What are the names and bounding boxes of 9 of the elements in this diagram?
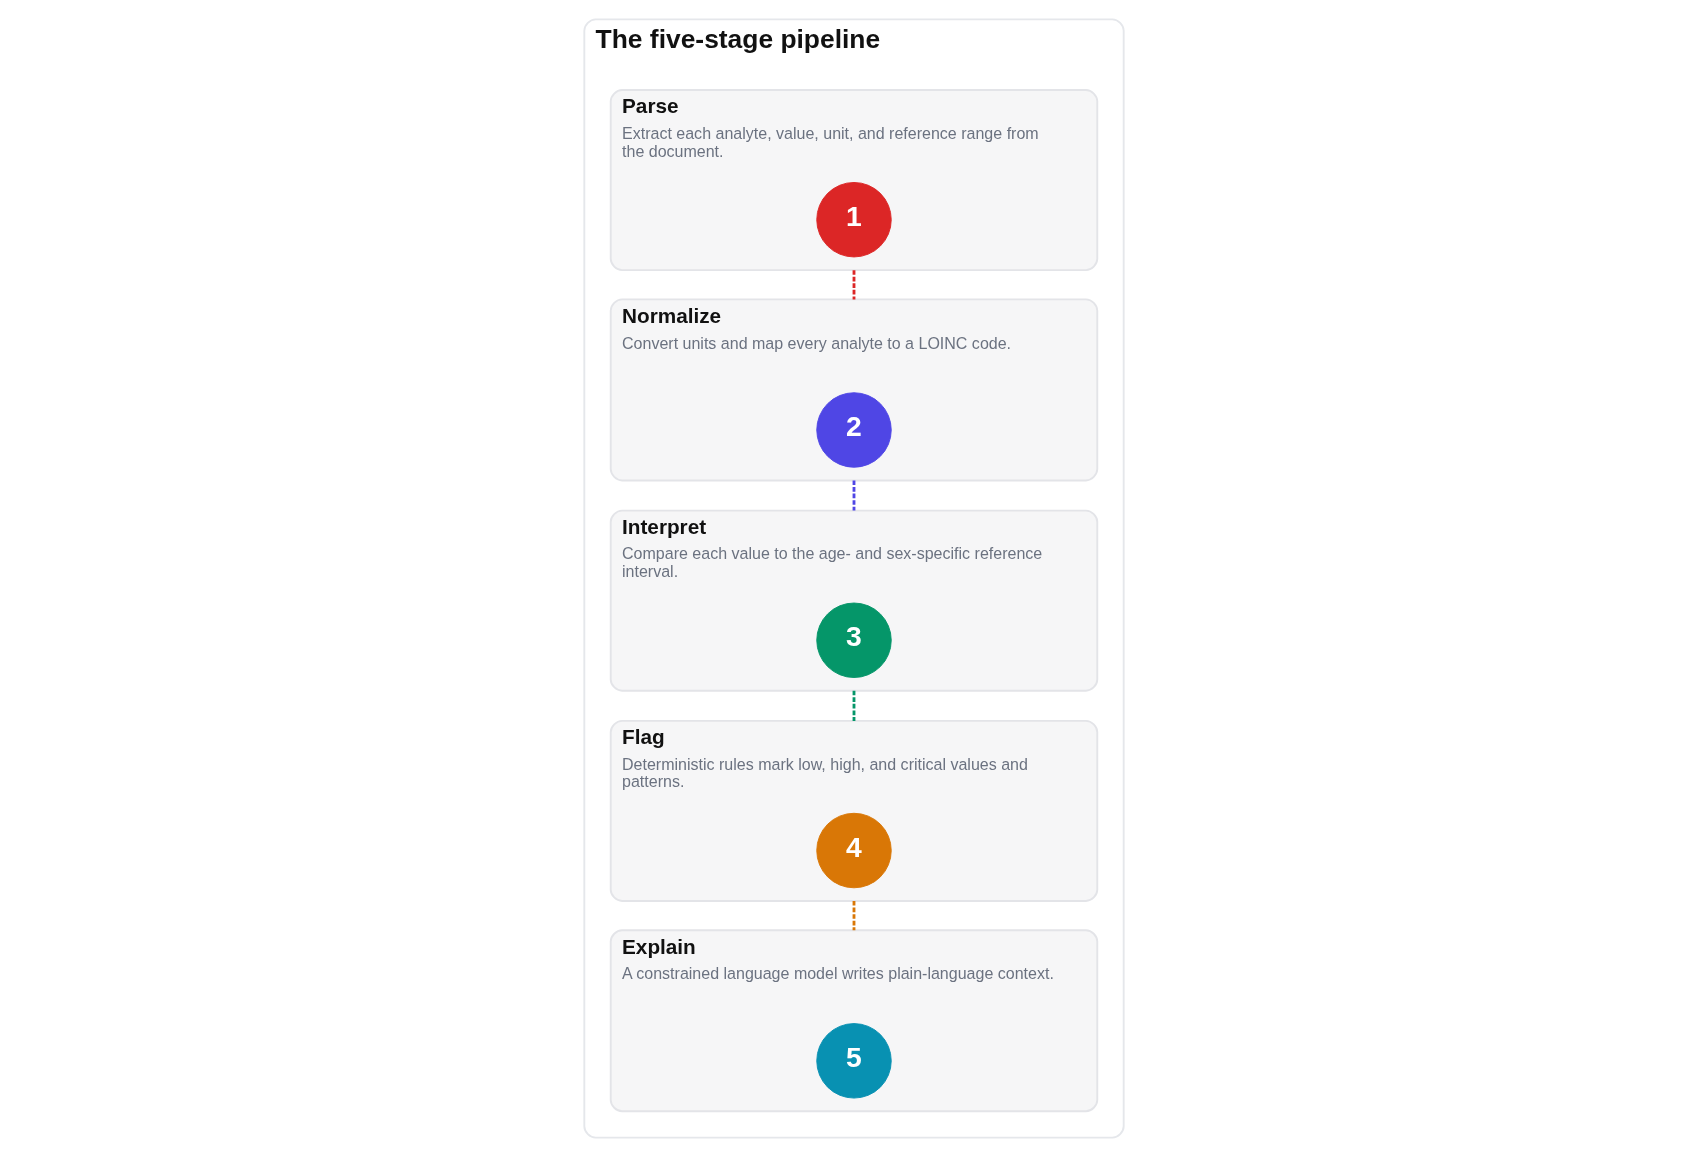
node-circle: 3 [815,602,892,678]
connector [852,690,855,721]
connector [852,901,855,931]
node-circle: 1 [815,182,892,258]
node-circle: 2 [815,392,892,468]
connector [852,480,855,511]
node-circle: 5 [815,1023,892,1099]
connector [852,270,855,300]
node-circle: 4 [815,812,892,889]
